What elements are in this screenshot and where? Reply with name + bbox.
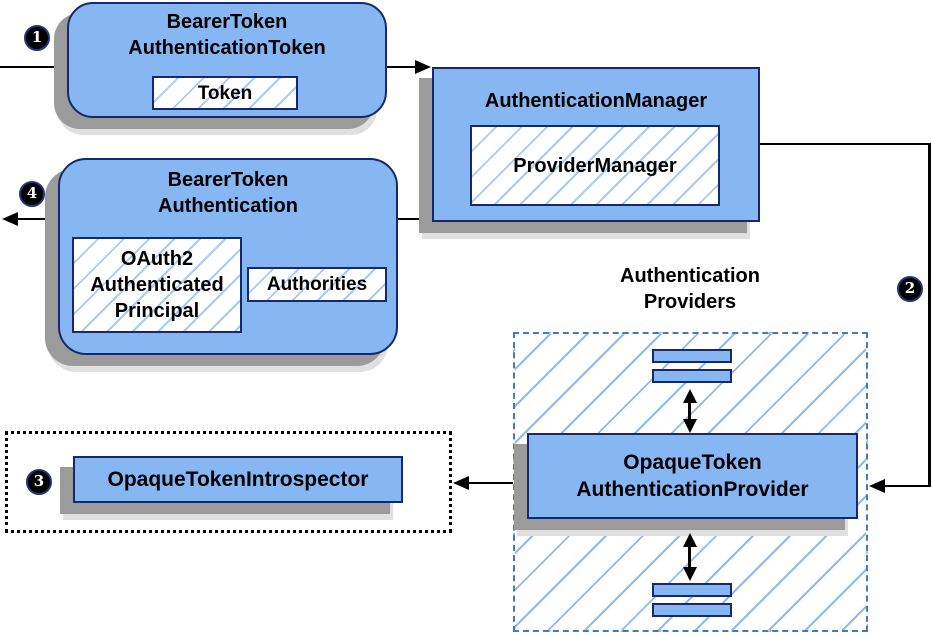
token-to-manager-line [387, 66, 415, 68]
other-provider-bar [652, 369, 732, 383]
principal-line: Principal [114, 300, 200, 322]
provider-to-introspector-line [469, 482, 514, 484]
bearer-token-authentication-title: BearerToken Authentication [60, 160, 396, 219]
opaque-token-introspector-node: OpaqueTokenIntrospector [73, 456, 403, 503]
bearer-token-authentication-node: BearerToken Authentication OAuth2 Authen… [58, 158, 398, 355]
manager-to-authentication-line [398, 218, 432, 220]
authorities-box: Authorities [247, 267, 387, 302]
arrowhead-up-icon [683, 533, 697, 547]
manager-to-provider-line-vertical [928, 143, 931, 487]
principal-line: Authenticated [90, 274, 224, 296]
principal-line: OAuth2 [120, 248, 194, 270]
bearer-token-authentication-token-node: BearerToken AuthenticationToken Token [67, 2, 387, 118]
step-1-badge: 1 [24, 25, 50, 51]
arrowhead-left-icon [2, 212, 18, 226]
provider-title-line: OpaqueToken [623, 451, 762, 474]
arrowhead-down-icon [683, 567, 697, 581]
opaque-token-introspector-label: OpaqueTokenIntrospector [107, 468, 369, 491]
arrowhead-up-icon [683, 389, 697, 403]
introspector-dotted-box [5, 431, 452, 533]
authentication-out-line [18, 218, 58, 220]
provider-manager-box: ProviderManager [470, 125, 720, 206]
other-provider-bar [652, 349, 732, 363]
arrowhead-down-icon [683, 419, 697, 433]
step-3-badge: 3 [26, 469, 52, 495]
step-4-badge: 4 [19, 181, 45, 207]
oauth2-authenticated-principal-box: OAuth2 Authenticated Principal [72, 237, 242, 333]
provider-manager-label: ProviderManager [513, 154, 677, 177]
token-box: Token [152, 76, 298, 110]
manager-to-provider-line-top [760, 143, 930, 145]
authentication-manager-node: AuthenticationManager ProviderManager [432, 67, 760, 222]
opaque-token-authentication-provider-node: OpaqueToken AuthenticationProvider [527, 433, 858, 519]
authentication-manager-title: AuthenticationManager [484, 90, 708, 112]
arrowhead-left-icon [453, 476, 469, 490]
other-provider-bar [652, 583, 732, 597]
bearer-token-authentication-token-title: BearerToken AuthenticationToken [69, 4, 385, 61]
step-2-badge: 2 [897, 276, 923, 302]
title-line: AuthenticationToken [128, 37, 326, 59]
label-line: Authentication [620, 265, 760, 287]
provider-link-line [688, 401, 691, 421]
arrowhead-right-icon [415, 60, 431, 74]
request-in-line [0, 66, 67, 68]
other-provider-bar [652, 603, 732, 617]
title-line: BearerToken [167, 169, 289, 191]
manager-to-provider-line-bottom [885, 485, 930, 487]
token-label: Token [197, 82, 253, 104]
title-line: Authentication [158, 195, 298, 217]
provider-title-line: AuthenticationProvider [576, 478, 809, 501]
provider-link-line [688, 545, 691, 569]
title-line: BearerToken [166, 11, 288, 33]
authentication-providers-label: Authentication Providers [590, 263, 790, 315]
authorities-label: Authorities [266, 274, 368, 295]
label-line: Providers [643, 291, 737, 313]
arrowhead-left-icon [869, 479, 885, 493]
